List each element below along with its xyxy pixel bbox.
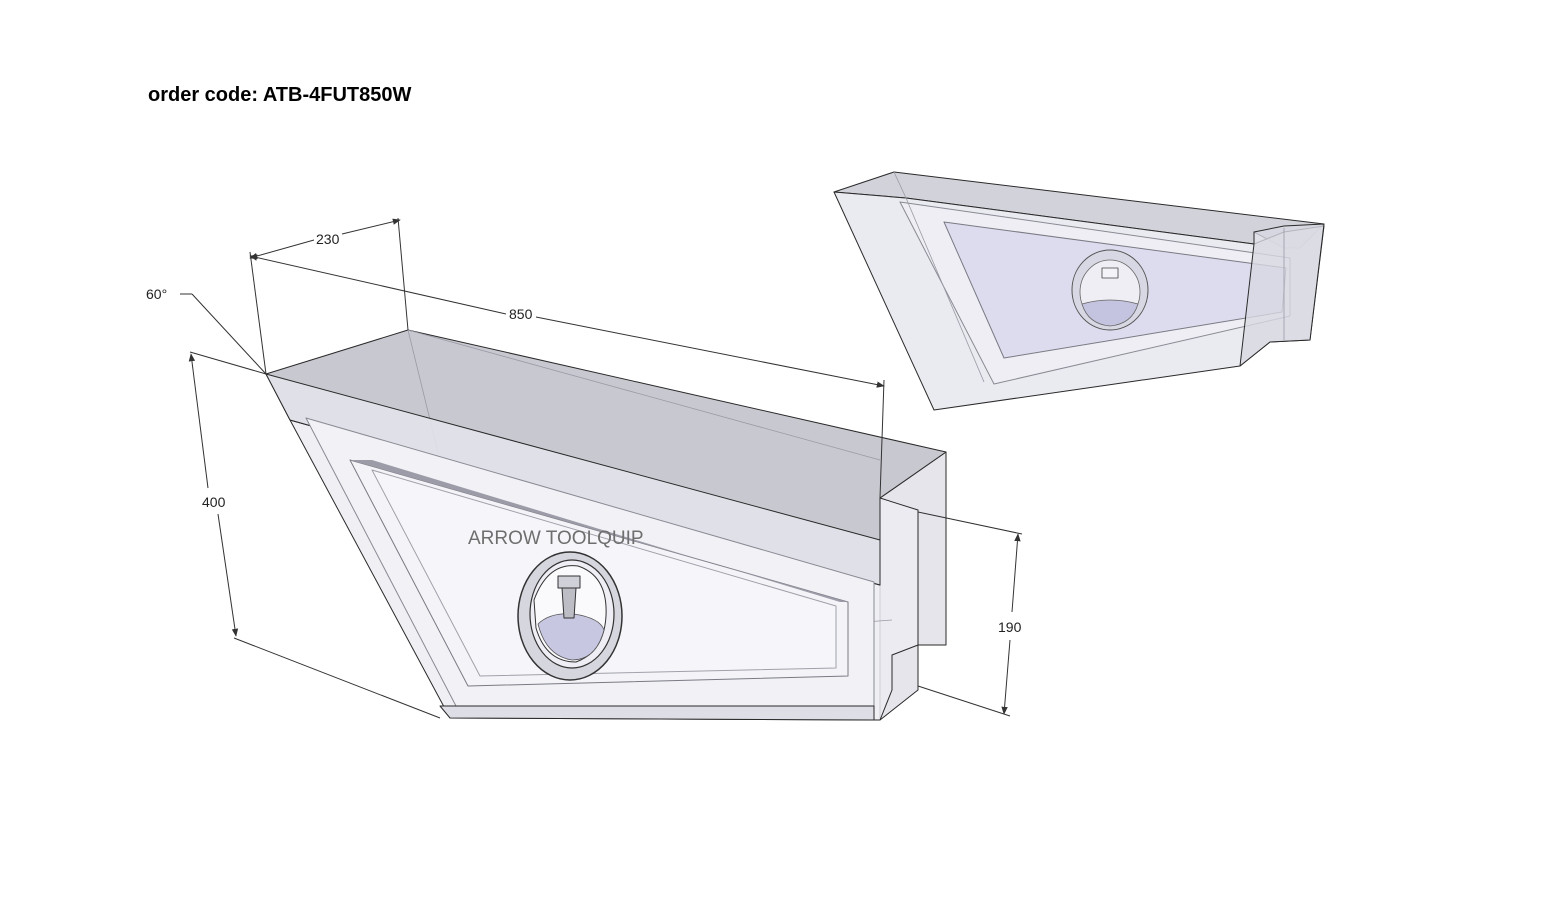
- length-label: 850: [509, 306, 533, 322]
- rear-toolbox-end: [1239, 223, 1325, 367]
- dimension-lines: [180, 217, 1023, 719]
- main-toolbox-lid-lip: [265, 373, 881, 586]
- rear-toolbox: [833, 171, 1325, 411]
- rear-toolbox-lock: [1071, 249, 1149, 331]
- dim-230-line: [249, 239, 315, 260]
- dim-190-line: [1011, 533, 1021, 613]
- order-code-title: order code: ATB-4FUT850W: [148, 84, 412, 106]
- angle-label: 60°: [146, 286, 167, 302]
- main-toolbox-bottom-ledge: [439, 705, 875, 721]
- dim-850-line: [249, 254, 507, 315]
- main-toolbox-door-bevel: [350, 460, 848, 602]
- height-label: 400: [202, 494, 226, 510]
- lower-height-label: 190: [998, 619, 1022, 635]
- depth-label: 230: [316, 231, 340, 247]
- rear-toolbox-hidden-edges: [893, 171, 1285, 383]
- brand-label: ARROW TOOLQUIP: [468, 528, 644, 549]
- main-toolbox-lock: [517, 551, 623, 681]
- main-toolbox: [265, 329, 947, 721]
- dim-400-line: [188, 353, 209, 489]
